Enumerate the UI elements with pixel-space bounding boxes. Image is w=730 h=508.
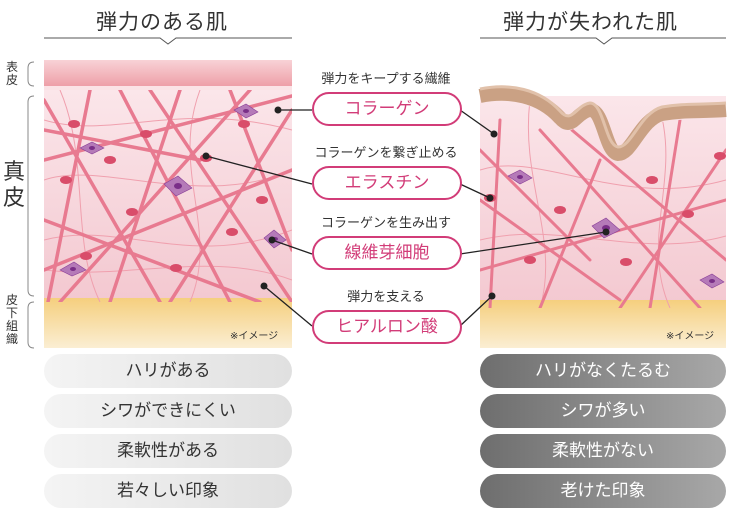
fibroblast-label: 線維芽細胞	[312, 236, 462, 270]
healthy-trait-row: 柔軟性がある	[44, 434, 292, 468]
hyaluronic-acid-caption: 弾力を支える	[347, 290, 425, 305]
left-title-underline	[44, 37, 292, 45]
fibroblast-caption: コラーゲンを生み出す	[320, 216, 451, 231]
left-panel-title: 弾力のある肌	[96, 10, 228, 34]
layer-brackets	[27, 61, 35, 349]
wrinkled-epidermis	[478, 86, 727, 162]
elastin-label: エラスチン	[312, 166, 462, 200]
right-panel-title: 弾力が失われた肌	[503, 10, 678, 34]
right-title-underline	[480, 37, 726, 45]
collagen-caption: 弾力をキープする繊維	[321, 72, 451, 87]
left-image-note: ※イメージ	[230, 331, 279, 342]
collagen-label: コラーゲン	[312, 92, 462, 126]
right-image-note: ※イメージ	[666, 331, 715, 342]
layer-label-epidermis: 表皮	[5, 60, 18, 87]
aged-trait-row: ハリがなくたるむ	[480, 354, 726, 388]
aged-trait-row: 柔軟性がない	[480, 434, 726, 468]
elastin-caption: コラーゲンを繋ぎ止める	[314, 146, 458, 161]
leader-dots	[202, 106, 610, 300]
layer-label-subcutaneous: 皮下組織	[5, 293, 18, 346]
healthy-trait-row: ハリがある	[44, 354, 292, 388]
aged-trait-row: シワが多い	[480, 394, 726, 428]
aged-trait-row: 老けた印象	[480, 474, 726, 508]
layer-label-dermis: 真皮	[2, 160, 25, 211]
subcutaneous-layer-right	[480, 300, 726, 348]
aged-skin-illustration	[478, 85, 727, 348]
subcutaneous-layer-left	[44, 298, 292, 348]
healthy-trait-row: 若々しい印象	[44, 474, 292, 508]
healthy-trait-row: シワができにくい	[44, 394, 292, 428]
epidermis-layer-left	[44, 60, 292, 86]
healthy-skin-illustration	[44, 60, 292, 348]
hyaluronic-acid-label: ヒアルロン酸	[312, 310, 462, 344]
leader-lines	[205, 109, 607, 327]
